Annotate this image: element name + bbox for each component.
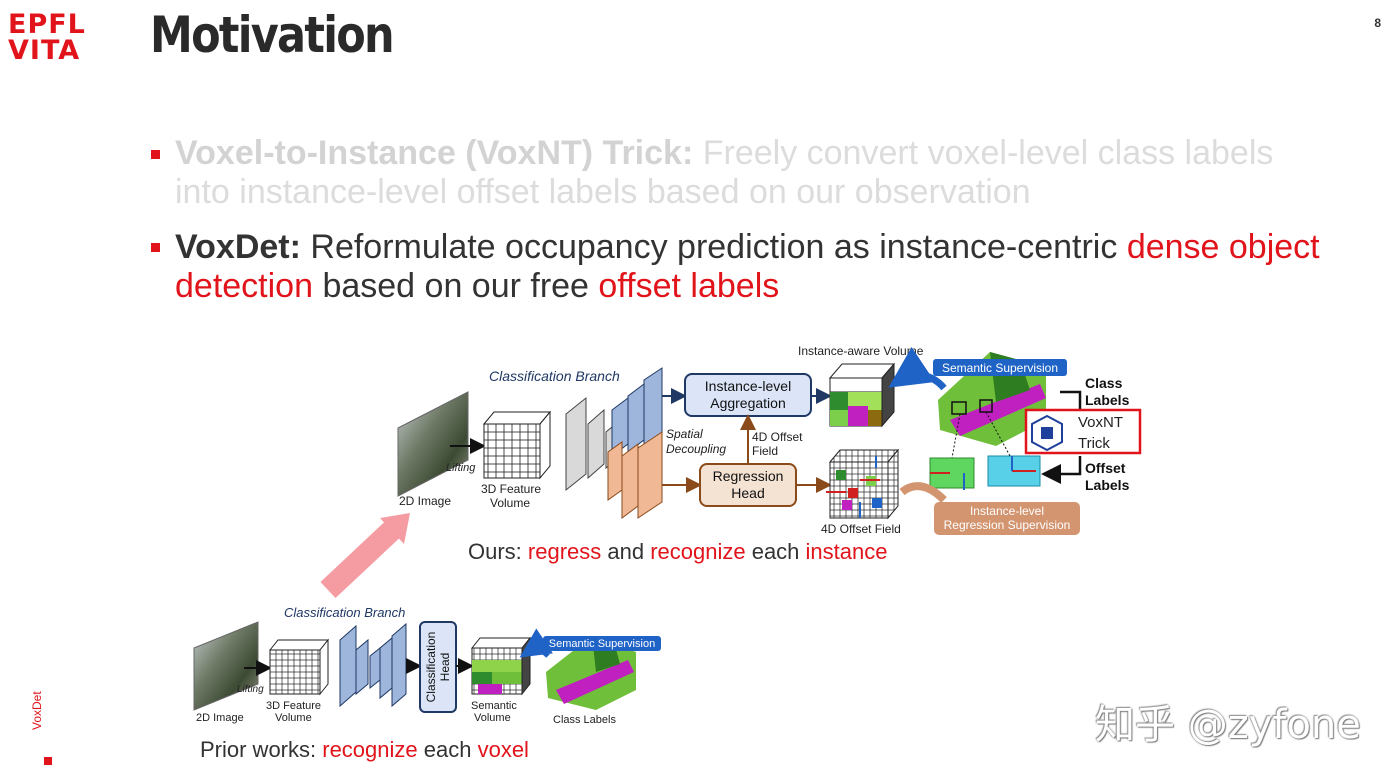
offset-labels-text-2: Labels bbox=[1085, 477, 1130, 493]
prior-recognize: recognize bbox=[322, 737, 418, 762]
ours-and: and bbox=[601, 539, 651, 564]
bullet-text-1: Voxel-to-Instance (VoxNT) Trick: Freely … bbox=[175, 134, 1335, 212]
semantic-supervision-arrow-top bbox=[888, 347, 947, 391]
classification-branch-label-bottom: Classification Branch bbox=[284, 605, 405, 620]
feature-volume-label-top-1: 3D Feature bbox=[481, 482, 541, 496]
semantic-volume-label-2: Volume bbox=[474, 712, 511, 724]
bullet-2-bold: VoxDet: bbox=[175, 228, 301, 266]
semantic-supervision-badge-bottom bbox=[543, 636, 661, 651]
image-label-top: 2D Image bbox=[399, 494, 451, 508]
ours-recognize: recognize bbox=[650, 539, 746, 564]
bullet-2-text-1: Reformulate occupancy prediction as inst… bbox=[300, 228, 1127, 266]
instance-clusters bbox=[929, 411, 1041, 490]
aggregation-label-1: Instance-level bbox=[705, 378, 791, 394]
ours-instance: instance bbox=[805, 539, 888, 564]
offset-field-label-2: Field bbox=[752, 444, 778, 458]
bottom-figure: Lifting 2D Image 3D Feature Volume Class… bbox=[193, 605, 661, 726]
class-labels-text-1: Class bbox=[1085, 375, 1123, 391]
zhihu-watermark: 知乎 @zyfone bbox=[1095, 702, 1361, 748]
bullet-1-text: Freely convert voxel-level class labels … bbox=[175, 134, 1274, 211]
semantic-supervision-arrow-bottom bbox=[519, 628, 553, 658]
ours-each: each bbox=[745, 539, 806, 564]
ours-prefix: Ours: bbox=[468, 539, 528, 564]
lifting-label-bottom: Lifting bbox=[237, 684, 264, 695]
classification-branch-label-top: Classification Branch bbox=[489, 368, 620, 384]
regression-blocks-top bbox=[607, 431, 663, 519]
spatial-decoupling-label-2: Decoupling bbox=[666, 442, 726, 456]
classification-blocks-top bbox=[611, 367, 663, 457]
class-labels-bottom: Class Labels bbox=[553, 714, 616, 726]
top-figure: Lifting 2D Image 3D Feature Volume Class… bbox=[397, 344, 1142, 536]
voxnt-label-2: Trick bbox=[1078, 435, 1110, 452]
voxnt-icon bbox=[1031, 414, 1063, 452]
semantic-supervision-label-top: Semantic Supervision bbox=[942, 361, 1058, 375]
offset-labels-bracket bbox=[1041, 456, 1082, 484]
offset-field-bottom-label: 4D Offset Field bbox=[821, 522, 901, 536]
regression-supervision-badge bbox=[934, 502, 1080, 535]
logo-line-2: VITA bbox=[8, 35, 81, 66]
regression-head-label-2: Head bbox=[731, 485, 764, 501]
lifting-label-top: Lifting bbox=[446, 462, 476, 474]
voxnt-label-1: VoxNT bbox=[1078, 414, 1123, 431]
regression-supervision-label-2: Regression Supervision bbox=[944, 518, 1071, 532]
spatial-decoupling-label-1: Spatial bbox=[666, 427, 703, 441]
bullet-marker-2 bbox=[151, 243, 160, 252]
semantic-volume-bottom bbox=[470, 636, 532, 696]
regression-head-label-1: Regression bbox=[713, 468, 784, 484]
bullet-2-text-2: based on our free bbox=[313, 267, 599, 305]
prior-each: each bbox=[417, 737, 478, 762]
input-image-top bbox=[397, 391, 469, 497]
side-label: VoxDet bbox=[30, 691, 44, 730]
page-number: 8 bbox=[1374, 16, 1381, 30]
image-label-bottom: 2D Image bbox=[196, 712, 244, 724]
feature-volume-bottom bbox=[268, 638, 330, 696]
feature-volume-label-bottom-1: 3D Feature bbox=[266, 700, 321, 712]
feature-volume-label-bottom-2: Volume bbox=[275, 712, 312, 724]
regression-supervision-arrow bbox=[899, 482, 947, 503]
progress-arrow bbox=[320, 513, 410, 599]
prior-caption: Prior works: recognize each voxel bbox=[200, 737, 529, 763]
ours-regress: regress bbox=[527, 539, 602, 564]
class-labels-text-2: Labels bbox=[1085, 392, 1130, 408]
bullet-1-bold: Voxel-to-Instance (VoxNT) Trick: bbox=[175, 134, 694, 172]
prior-voxel: voxel bbox=[477, 737, 529, 762]
feature-volume-label-top-2: Volume bbox=[490, 496, 530, 510]
logo-line-1: EPFL bbox=[8, 9, 86, 40]
bullet-marker-1 bbox=[151, 150, 160, 159]
classification-head-label-1: Classification bbox=[424, 632, 438, 703]
instance-volume-label: Instance-aware Volume bbox=[798, 344, 924, 358]
classification-blocks-bottom bbox=[339, 622, 407, 708]
bullet-text-2: VoxDet: Reformulate occupancy prediction… bbox=[175, 228, 1335, 306]
semantic-volume-label-1: Semantic bbox=[471, 700, 517, 712]
offset-field-volume bbox=[826, 448, 900, 520]
class-labels-bracket bbox=[1060, 390, 1082, 410]
prior-prefix: Prior works: bbox=[200, 737, 323, 762]
feature-volume-top bbox=[482, 410, 552, 480]
epfl-vita-logo: EPFL VITA bbox=[8, 9, 86, 66]
aggregation-label-2: Aggregation bbox=[710, 395, 786, 411]
slide-title: Motivation bbox=[150, 6, 395, 64]
semantic-supervision-label-bottom: Semantic Supervision bbox=[549, 638, 655, 650]
side-square bbox=[44, 757, 52, 765]
bullet-2-red-2: offset labels bbox=[598, 267, 780, 305]
offset-labels-text-1: Offset bbox=[1085, 460, 1126, 476]
instance-aware-volume bbox=[828, 362, 896, 428]
classification-head-label-2: Head bbox=[438, 653, 452, 682]
ours-caption: Ours: regress and recognize each instanc… bbox=[468, 539, 887, 565]
bullet-2-red-1: dense object detection bbox=[175, 228, 1320, 305]
regression-supervision-label-1: Instance-level bbox=[970, 504, 1044, 518]
input-image-bottom bbox=[193, 621, 259, 711]
semantic-supervision-badge-top bbox=[933, 359, 1067, 376]
offset-field-label-1: 4D Offset bbox=[752, 430, 803, 444]
